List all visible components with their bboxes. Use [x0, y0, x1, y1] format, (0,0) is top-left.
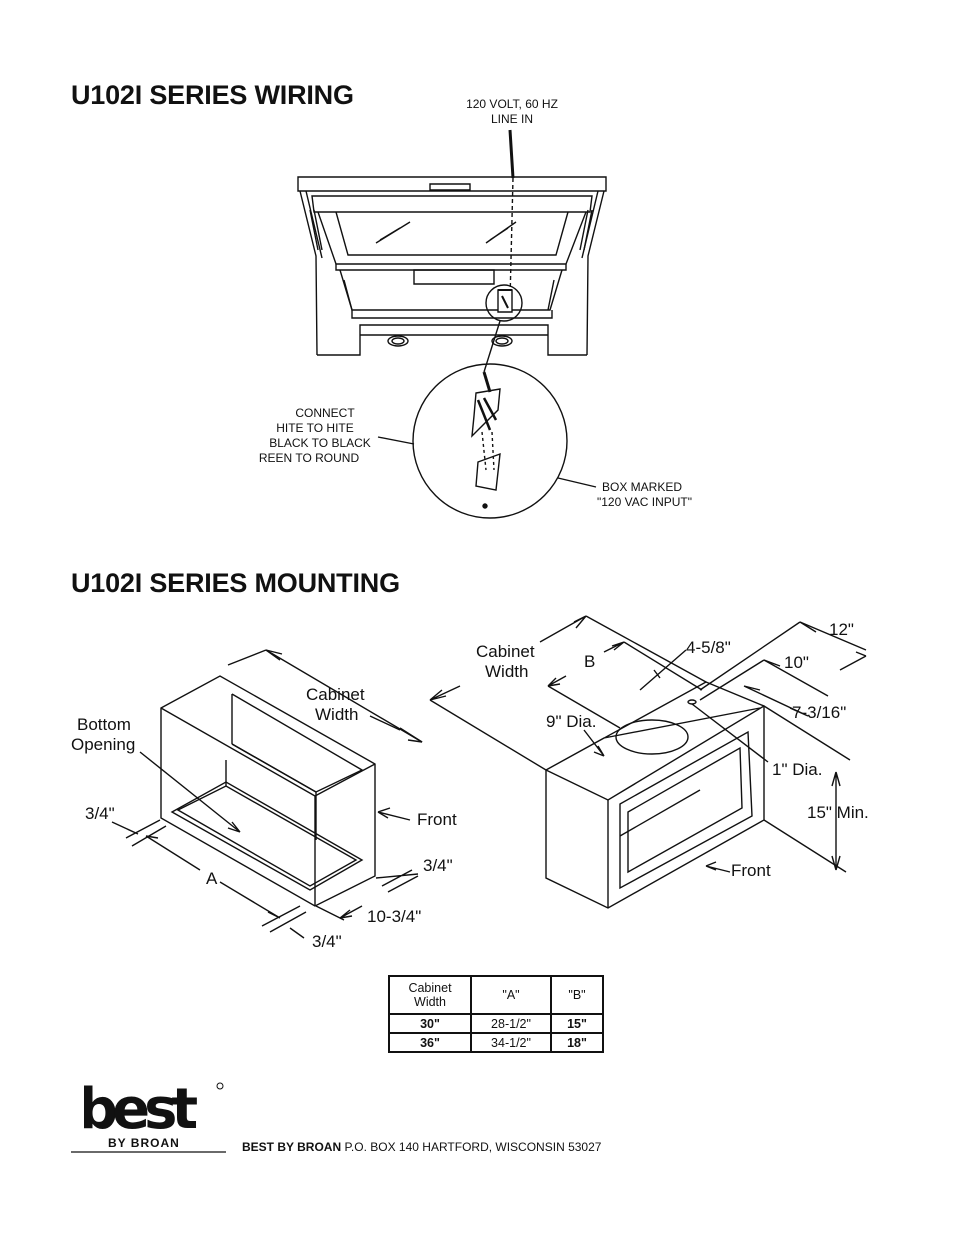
right-front-label: Front — [731, 861, 771, 880]
left-three-quarter-label: 3/4" — [85, 804, 115, 823]
ten-inch-label: 10" — [784, 653, 809, 672]
twelve-inch-label: 12" — [829, 620, 854, 639]
left-cabinet-drawing — [112, 650, 422, 938]
one-dia-label: 1" Dia. — [772, 760, 823, 779]
dimension-a-label: A — [206, 869, 218, 888]
bottom-three-quarter-label: 3/4" — [312, 932, 342, 951]
fifteen-min-label: 15" Min. — [807, 803, 869, 822]
dimension-b-label: B — [584, 652, 596, 671]
line-in-label: 120 VOLT, 60 HZ LINE IN — [452, 97, 572, 127]
connect-line: HITE TO HITE — [276, 421, 354, 435]
junction-box-detail — [378, 364, 596, 518]
width-word: Width — [315, 705, 359, 724]
range-hood-drawing — [298, 130, 606, 372]
left-front-label: Front — [417, 810, 457, 829]
line-in-text: LINE IN — [490, 112, 533, 126]
table-header-row: Cabinet Width "A" "B" — [388, 975, 604, 1015]
seven-three-sixteenths-label: 7-3/16" — [792, 703, 847, 722]
footer-brand: BEST BY BROAN — [242, 1140, 342, 1154]
connect-line: REEN TO ROUND — [258, 451, 360, 465]
width-word: Width — [485, 662, 529, 681]
box-marked-text: BOX MARKED — [602, 480, 683, 494]
best-logo-mark: best — [78, 1077, 224, 1142]
connect-instructions: CONNECT HITE TO HITE BLACK TO BLACK REEN… — [250, 406, 380, 466]
right-cabinet-drawing — [430, 616, 866, 908]
dimension-table: Cabinet Width "A" "B" 30" 28-1/2" 15" 36… — [388, 975, 604, 1053]
wiring-title: U102I SERIES WIRING — [71, 80, 354, 110]
right-three-quarter-label: 3/4" — [423, 856, 453, 875]
logo-subtitle: BY BROAN — [108, 1136, 180, 1150]
right-cabinet-width-label: Cabinet Width — [476, 642, 535, 682]
mounting-title: U102I SERIES MOUNTING — [71, 568, 400, 598]
best-logo: best — [78, 1077, 224, 1142]
table-cell: 15" — [550, 1013, 604, 1034]
box-marked-value: "120 VAC INPUT" — [597, 495, 692, 509]
table-header: Cabinet Width — [388, 975, 472, 1015]
four-five-eighths-label: 4-5/8" — [686, 638, 731, 657]
table-cell: 36" — [388, 1032, 472, 1053]
footer-address: P.O. BOX 140 HARTFORD, WISCONSIN 53027 — [341, 1140, 602, 1154]
table-cell: 34-1/2" — [470, 1032, 552, 1053]
table-cell: 30" — [388, 1013, 472, 1034]
bottom-opening-label: Bottom Opening — [71, 715, 135, 755]
table-header: "A" — [470, 975, 552, 1015]
box-marked-label: BOX MARKED "120 VAC INPUT" — [597, 480, 692, 510]
svg-text:best: best — [84, 1080, 197, 1138]
bottom-opening-word: Opening — [71, 735, 136, 754]
table-row: 36" 34-1/2" 18" — [388, 1032, 604, 1053]
table-cell: 28-1/2" — [470, 1013, 552, 1034]
connect-line: BLACK TO BLACK — [269, 436, 371, 450]
line-in-voltage: 120 VOLT, 60 HZ — [466, 97, 558, 111]
bottom-opening-word: Bottom — [77, 715, 131, 734]
connect-line: CONNECT — [295, 406, 355, 420]
ten-three-quarter-label: 10-3/4" — [367, 907, 422, 926]
table-header: "B" — [550, 975, 604, 1015]
footer-address-line: BEST BY BROAN P.O. BOX 140 HARTFORD, WIS… — [242, 1140, 601, 1154]
table-cell: 18" — [550, 1032, 604, 1053]
nine-dia-label: 9" Dia. — [546, 712, 597, 731]
table-row: 30" 28-1/2" 15" — [388, 1013, 604, 1034]
cabinet-word: Cabinet — [476, 642, 535, 661]
